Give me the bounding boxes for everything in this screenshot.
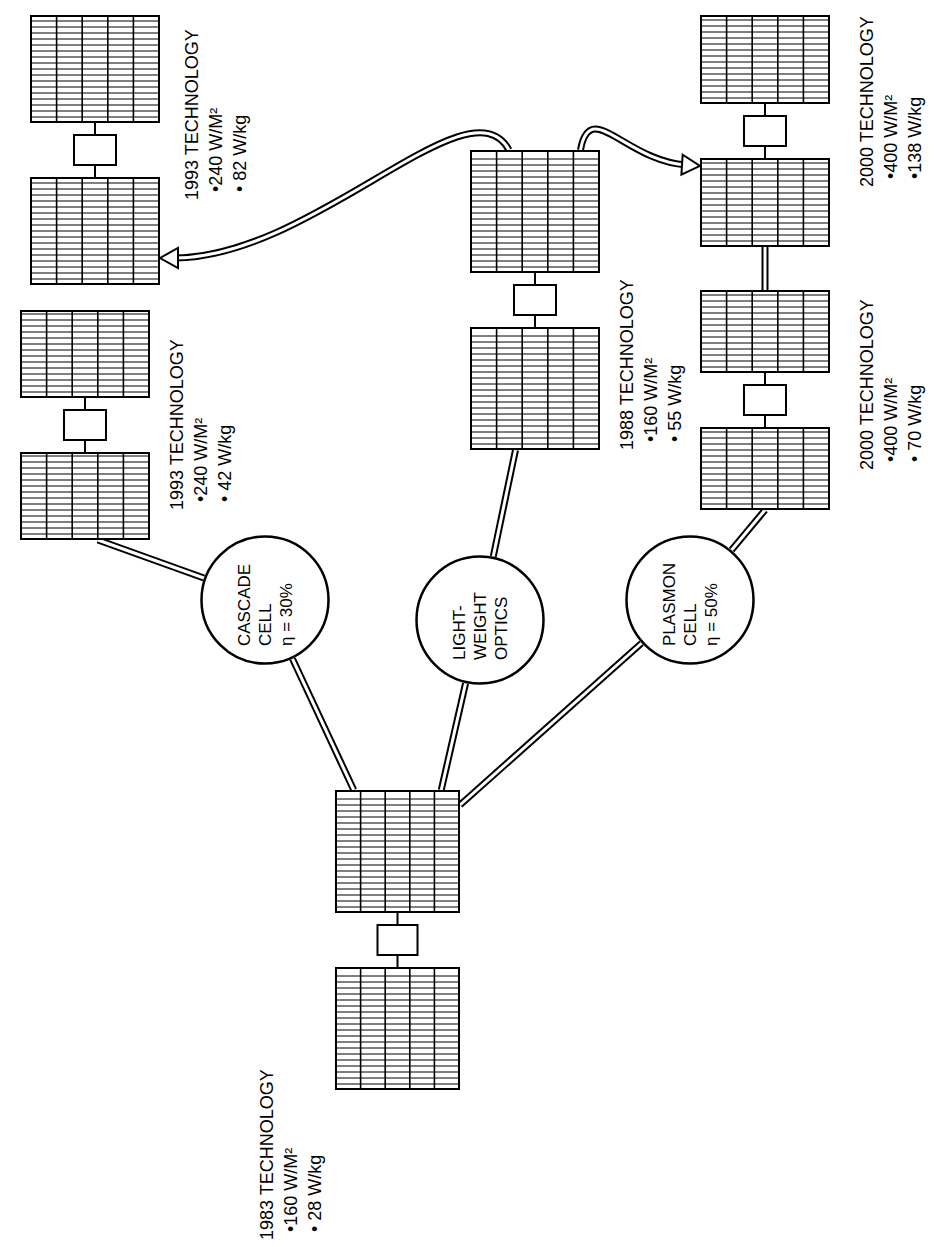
circle-text-area: LIGHT- WEIGHT OPTICS [415,555,545,685]
solar-wing [471,328,599,449]
shaft-outer [98,540,204,578]
technology-caption: 1988 TECHNOLOGY•160 W/M²• 55 W/kg [615,279,687,450]
solar-array-node: 2000 TECHNOLOGY•400 W/M²• 70 W/kg [700,290,830,510]
solar-array-node: 1993 TECHNOLOGY•240 W/M²• 82 W/kg [30,15,160,285]
solar-wing [31,178,159,284]
solar-array-node: 1988 TECHNOLOGY•160 W/M²• 55 W/kg [470,150,600,450]
shaft-inner [293,659,354,790]
technology-year: 2000 TECHNOLOGY [855,299,879,470]
solar-array-drawing [21,311,149,539]
solar-array-drawing [701,16,829,246]
double-line-arrow [765,247,766,290]
double-line-arrow [441,683,465,790]
technology-caption: 1993 TECHNOLOGY•240 W/M²• 82 W/kg [180,29,252,200]
technology-caption: 2000 TECHNOLOGY•400 W/M²• 70 W/kg [855,299,927,470]
technology-caption: 1983 TECHNOLOGY•160 W/M²• 28 W/kg [255,1069,327,1240]
solar-array-node: 2000 TECHNOLOGY•400 W/M²•138 W/kg [700,15,830,247]
shaft-inner [441,683,465,790]
solar-array-drawing [336,791,459,1089]
bus-box [74,135,116,165]
double-line-arrow [493,450,515,556]
circle-text-area: PLASMON CELLη = 50% [625,535,755,665]
bus-box [64,410,106,440]
technology-caption: 2000 TECHNOLOGY•400 W/M²•138 W/kg [855,16,927,187]
performance-figure: •240 W/M² [189,339,213,510]
arrowhead [681,155,700,175]
performance-figure: •400 W/M² [879,299,903,470]
solar-wing [701,291,829,372]
shaft-inner [98,540,204,578]
solar-wing [336,791,459,912]
shaft-outer [441,683,465,790]
performance-figure: •160 W/M² [279,1069,303,1240]
performance-figure: •138 W/kg [903,16,927,187]
shaft-inner [493,450,515,556]
technology-year: 1983 TECHNOLOGY [255,1069,279,1240]
shaft-outer [493,450,515,556]
performance-figure: • 42 W/kg [213,339,237,510]
solar-wing [701,428,829,509]
shaft-outer [293,659,354,790]
solar-array-node: 1993 TECHNOLOGY•240 W/M²• 42 W/kg [20,310,150,540]
solar-wing [336,968,459,1089]
cell-circle: PLASMON CELLη = 50% [625,535,755,665]
solar-wing [471,151,599,272]
circle-text: PLASMON CELLη = 50% [659,554,722,646]
solar-array-outline [20,310,150,540]
efficiency-label: η = 50% [701,554,722,646]
performance-figure: • 55 W/kg [663,279,687,450]
cell-name: CASCADE CELL [234,554,276,646]
shaft-inner [764,247,767,290]
shaft-outer [732,510,765,550]
performance-figure: •160 W/M² [639,279,663,450]
bus-box [378,925,418,955]
cell-name: LIGHT- WEIGHT OPTICS [449,580,512,660]
solar-wing [21,453,149,539]
technology-year: 1993 TECHNOLOGY [165,339,189,510]
solar-array-drawing [31,16,159,284]
bus-box [514,285,556,315]
performance-figure: •400 W/M² [879,16,903,187]
solar-array-outline [700,290,830,510]
cell-circle: CASCADE CELLη = 30% [200,535,330,665]
solar-array-outline [470,150,600,450]
solar-array-drawing [701,291,829,509]
arrowhead [160,248,178,268]
performance-figure: • 28 W/kg [303,1069,327,1240]
circle-text-area: CASCADE CELLη = 30% [200,535,330,665]
shaft-inner [732,510,765,550]
circle-text: CASCADE CELLη = 30% [234,554,297,646]
double-line-arrow [293,659,354,790]
solar-array-outline [335,790,460,1090]
shaft-outer [762,247,769,290]
bus-box [744,116,786,146]
performance-figure: •240 W/M² [204,29,228,200]
bus-box [744,385,786,415]
solar-array-node: 1983 TECHNOLOGY•160 W/M²• 28 W/kg [335,790,460,1090]
solar-array-drawing [471,151,599,449]
technology-caption: 1993 TECHNOLOGY•240 W/M²• 42 W/kg [165,339,237,510]
technology-year: 2000 TECHNOLOGY [855,16,879,187]
solar-array-outline [30,15,160,285]
solar-array-outline [700,15,830,247]
cell-name: PLASMON CELL [659,554,701,646]
solar-wing [21,311,149,397]
double-line-arrow [732,510,765,550]
solar-wing [701,159,829,246]
circle-text: LIGHT- WEIGHT OPTICS [449,580,512,660]
efficiency-label: η = 30% [276,554,297,646]
double-line-arrow [98,540,204,578]
technology-year: 1993 TECHNOLOGY [180,29,204,200]
performance-figure: • 70 W/kg [903,299,927,470]
technology-year: 1988 TECHNOLOGY [615,279,639,450]
performance-figure: • 82 W/kg [228,29,252,200]
solar-wing [31,16,159,122]
cell-circle: LIGHT- WEIGHT OPTICS [415,555,545,685]
solar-wing [701,16,829,103]
